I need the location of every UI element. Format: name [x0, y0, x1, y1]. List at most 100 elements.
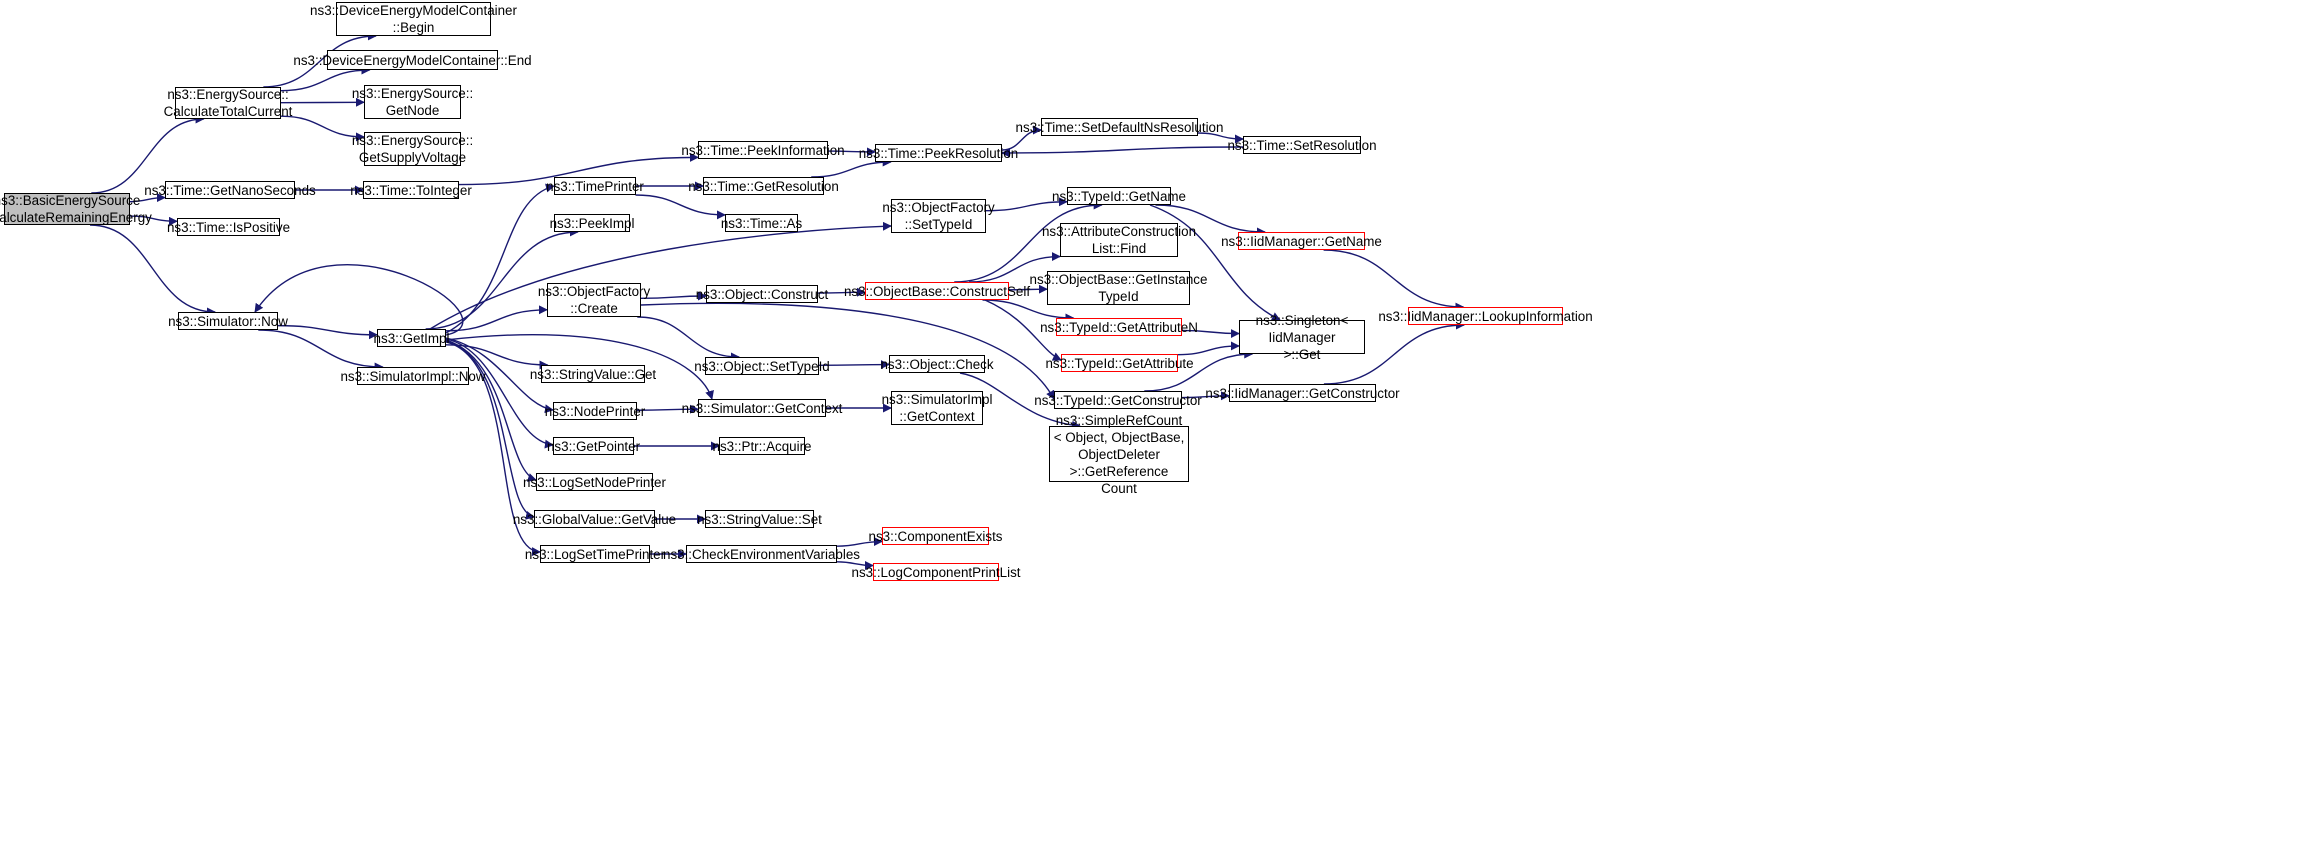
- node-nodePrinter[interactable]: ns3::NodePrinter: [544, 402, 646, 420]
- edge-ofCreate-to-objConstruct: [640, 291, 707, 301]
- edge-nodePrinter-to-simGetContext: [636, 404, 699, 414]
- node-checkEnv[interactable]: ns3::CheckEnvironmentVariables: [663, 545, 860, 563]
- node-getResolution[interactable]: ns3::Time::GetResolution: [688, 177, 839, 195]
- edge-getImpl-to-nodePrinter: [445, 337, 554, 414]
- node-compExists[interactable]: ns3::ComponentExists: [868, 527, 1003, 545]
- node-iidGetCtor[interactable]: ns3::IidManager::GetConstructor: [1205, 384, 1400, 402]
- node-iidLookup[interactable]: ns3::IidManager::LookupInformation: [1378, 307, 1593, 325]
- node-timeAs[interactable]: ns3::Time::As: [720, 214, 803, 232]
- edge-checkEnv-to-compExists: [836, 537, 883, 547]
- edge-typeIdGetAttrN-to-singletonGet: [1181, 329, 1240, 339]
- node-objConstruct[interactable]: ns3::Object::Construct: [695, 285, 829, 303]
- node-toInteger[interactable]: ns3::Time::ToInteger: [350, 181, 472, 199]
- node-demcBegin[interactable]: ns3::DeviceEnergyModelContainer ::Begin: [310, 2, 517, 36]
- node-calcCurrent[interactable]: ns3::EnergySource:: CalculateTotalCurren…: [163, 87, 293, 119]
- node-gvGetValue[interactable]: ns3::GlobalValue::GetValue: [512, 510, 677, 528]
- edge-typeIdGetAttr-to-singletonGet: [1177, 341, 1240, 356]
- node-objSetTypeId[interactable]: ns3::Object::SetTypeId: [694, 357, 830, 375]
- node-peekInfo[interactable]: ns3::Time::PeekInformation: [681, 141, 845, 159]
- edge-toInteger-to-peekInfo: [458, 152, 699, 186]
- node-ofSetTypeId[interactable]: ns3::ObjectFactory ::SetTypeId: [882, 199, 995, 233]
- edge-getImpl-to-timePrinter: [445, 183, 555, 334]
- edge-getResolution-to-peekRes: [811, 157, 892, 178]
- node-obGetInstance[interactable]: ns3::ObjectBase::GetInstance TypeId: [1029, 271, 1208, 305]
- edge-obConstructSelf-to-acListFind: [969, 252, 1061, 283]
- node-objCheck[interactable]: ns3::Object::Check: [880, 355, 994, 373]
- edge-calcCurrent-to-demcEnd: [280, 65, 371, 92]
- node-isPositive[interactable]: ns3::Time::IsPositive: [166, 218, 291, 236]
- edge-getImpl-to-ofCreate: [445, 305, 548, 332]
- edge-ofCreate-to-objSetTypeId: [637, 316, 740, 362]
- node-demcEnd[interactable]: ns3::DeviceEnergyModelContainer::End: [293, 50, 532, 70]
- edge-getImpl-to-peekImpl: [425, 227, 579, 330]
- node-peekImpl[interactable]: ns3::PeekImpl: [549, 214, 635, 232]
- edge-setResolution-to-peekRes: [1001, 146, 1244, 158]
- node-setDefaultNs[interactable]: ns3::Time::SetDefaultNsResolution: [1015, 118, 1224, 136]
- edge-root-to-calcCurrent: [91, 114, 205, 194]
- edge-ofSetTypeId-to-typeIdGetName: [985, 197, 1068, 212]
- edge-typeIdGetCtor-to-iidGetCtor: [1181, 391, 1230, 401]
- node-typeIdGetCtor[interactable]: ns3::TypeId::GetConstructor: [1034, 391, 1202, 409]
- edge-objCheck-to-simpleRefCount: [959, 372, 1081, 430]
- edge-checkEnv-to-logCompPrint: [836, 560, 874, 570]
- edge-obConstructSelf-to-typeIdGetAttr: [984, 299, 1062, 361]
- node-logSetTime[interactable]: ns3::LogSetTimePrinter: [524, 545, 666, 563]
- node-acListFind[interactable]: ns3::AttributeConstruction List::Find: [1041, 223, 1197, 257]
- node-simGetContext[interactable]: ns3::Simulator::GetContext: [681, 399, 843, 417]
- edge-typeIdGetName-to-iidGetName: [1155, 204, 1266, 237]
- edge-getImpl-to-logSetNode: [445, 339, 537, 482]
- node-getNano[interactable]: ns3::Time::GetNanoSeconds: [144, 181, 316, 199]
- node-typeIdGetName[interactable]: ns3::TypeId::GetName: [1052, 187, 1186, 205]
- node-getPointer[interactable]: ns3::GetPointer: [546, 437, 641, 455]
- edge-typeIdGetCtor-to-singletonGet: [1144, 349, 1254, 392]
- node-simImplNow[interactable]: ns3::SimulatorImpl::Now: [340, 367, 486, 385]
- node-ofCreate[interactable]: ns3::ObjectFactory ::Create: [537, 283, 651, 317]
- edge-getImpl-to-logSetTime: [445, 341, 541, 557]
- node-peekRes[interactable]: ns3::Time::PeekResolution: [858, 144, 1019, 162]
- edge-obConstructSelf-to-typeIdGetName: [954, 200, 1103, 283]
- node-ptrAcquire[interactable]: ns3::Ptr::Acquire: [712, 437, 812, 455]
- edge-iidGetCtor-to-iidLookup: [1323, 320, 1466, 385]
- edge-objConstruct-to-obConstructSelf: [817, 287, 866, 297]
- node-iidGetName[interactable]: ns3::IidManager::GetName: [1221, 232, 1382, 250]
- node-svGet[interactable]: ns3::StringValue::Get: [529, 365, 657, 383]
- edge-getImpl-to-getPointer: [445, 338, 554, 449]
- edge-getImpl-to-simGetContext: [445, 334, 714, 400]
- edge-root-to-simNow: [89, 224, 216, 317]
- node-typeIdGetAttr[interactable]: ns3::TypeId::GetAttribute: [1045, 354, 1194, 372]
- node-setResolution[interactable]: ns3::Time::SetResolution: [1227, 136, 1377, 154]
- node-singletonGet[interactable]: ns3::Singleton< IidManager >::Get: [1239, 313, 1365, 362]
- node-simImplGetContext[interactable]: ns3::SimulatorImpl ::GetContext: [881, 391, 993, 425]
- node-simpleRefCount[interactable]: ns3::SimpleRefCount < Object, ObjectBase…: [1049, 413, 1189, 496]
- node-svSet[interactable]: ns3::StringValue::Set: [697, 510, 822, 528]
- node-getImpl[interactable]: ns3::GetImpl: [373, 329, 450, 347]
- node-getSupply[interactable]: ns3::EnergySource:: GetSupplyVoltage: [351, 132, 474, 166]
- edge-root-to-isPositive: [129, 215, 178, 226]
- edge-obConstructSelf-to-obGetInstance: [1008, 284, 1048, 294]
- node-root: ns3::BasicEnergySource ::CalculateRemain…: [0, 193, 152, 225]
- node-logSetNode[interactable]: ns3::LogSetNodePrinter: [523, 473, 666, 491]
- edge-obConstructSelf-to-typeIdGetAttrN: [982, 299, 1075, 323]
- node-obConstructSelf[interactable]: ns3::ObjectBase::ConstructSelf: [843, 282, 1031, 300]
- edge-setDefaultNs-to-setResolution: [1197, 132, 1244, 144]
- node-simNow[interactable]: ns3::Simulator::Now: [168, 312, 288, 330]
- edge-objSetTypeId-to-objCheck: [818, 360, 890, 370]
- edge-calcCurrent-to-demcBegin: [263, 31, 377, 88]
- edge-ofCreate-to-typeIdGetCtor: [640, 302, 1055, 400]
- edge-peekInfo-to-peekRes: [827, 147, 876, 157]
- edge-simNow-to-simImplNow: [258, 329, 384, 372]
- node-logCompPrint[interactable]: ns3::LogComponentPrintList: [851, 563, 1021, 581]
- node-timePrinter[interactable]: ns3::TimePrinter: [546, 177, 644, 195]
- edge-simNow-to-getImpl: [277, 324, 378, 340]
- edge-typeIdGetName-to-singletonGet: [1149, 204, 1281, 321]
- node-getNode[interactable]: ns3::EnergySource:: GetNode: [351, 85, 474, 119]
- node-typeIdGetAttrN[interactable]: ns3::TypeId::GetAttributeN: [1040, 318, 1198, 336]
- edge-getImpl-to-ofSetTypeId: [429, 221, 892, 330]
- edge-timePrinter-to-timeAs: [635, 194, 726, 220]
- edge-getImpl-to-svGet: [445, 344, 549, 370]
- edge-iidGetName-to-iidLookup: [1323, 249, 1465, 312]
- edge-root-to-getNano: [129, 193, 166, 203]
- edge-calcCurrent-to-getSupply: [280, 115, 365, 142]
